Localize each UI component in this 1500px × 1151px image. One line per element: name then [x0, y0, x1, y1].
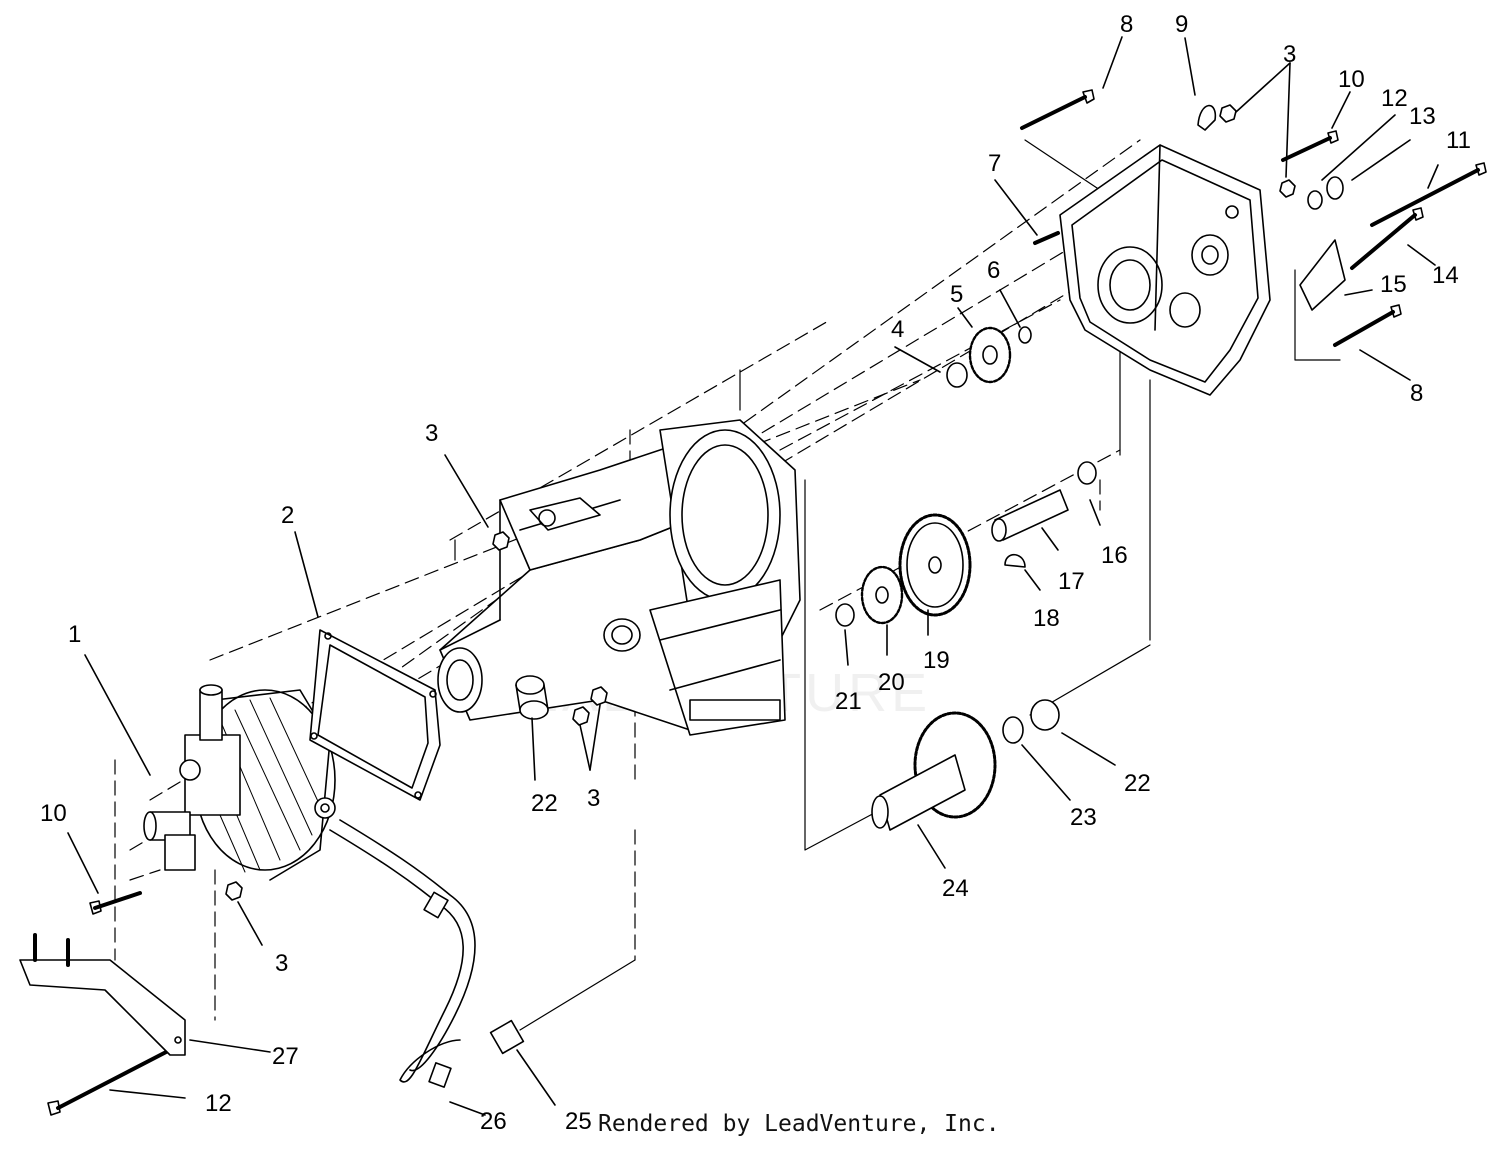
- callout-15: 15: [1380, 271, 1407, 298]
- callout-1: 1: [68, 621, 81, 648]
- callout-9: 9: [1175, 11, 1188, 38]
- callout-12b: 12: [205, 1090, 232, 1117]
- callout-27: 27: [272, 1043, 299, 1070]
- callout-3c: 3: [275, 950, 288, 977]
- leader-lines: [67, 36, 1439, 1116]
- gear-20: [860, 565, 904, 625]
- key-18: [1004, 553, 1026, 568]
- callout-6: 6: [987, 257, 1000, 284]
- callout-8a: 8: [1120, 11, 1133, 38]
- clamp: [1197, 104, 1217, 131]
- callout-26: 26: [480, 1108, 507, 1135]
- shaft-17: [991, 489, 1069, 542]
- callout-labels: 1 2 3 3 3 3 4 5 6 7 8 8 9 10 10 11 12 12…: [40, 11, 1471, 1135]
- render-credit: Rendered by LeadVenture, Inc.: [598, 1111, 1000, 1137]
- washer-12: [1307, 190, 1323, 210]
- callout-7: 7: [988, 150, 1001, 177]
- mounting-plate: [1299, 239, 1346, 311]
- callout-8b: 8: [1410, 380, 1423, 407]
- callout-18: 18: [1033, 605, 1060, 632]
- callout-13: 13: [1409, 103, 1436, 130]
- pump-assembly: [143, 684, 336, 881]
- callout-19: 19: [923, 647, 950, 674]
- callout-22a: 22: [531, 790, 558, 817]
- transmission-housing: [437, 419, 801, 736]
- callout-17: 17: [1058, 568, 1085, 595]
- callout-14: 14: [1432, 262, 1459, 289]
- bracket-lines: [454, 139, 1341, 1031]
- callout-5: 5: [950, 281, 963, 308]
- bushing-left: [515, 675, 549, 720]
- bushing-22: [1030, 699, 1060, 731]
- callout-4: 4: [891, 316, 904, 343]
- cover-housing: [1059, 144, 1271, 396]
- bracket-27: [19, 933, 186, 1056]
- callout-3d: 3: [1283, 41, 1296, 68]
- callout-22b: 22: [1124, 770, 1151, 797]
- output-shaft-24: [871, 711, 997, 831]
- callout-2: 2: [281, 502, 294, 529]
- ring-6: [1018, 326, 1032, 344]
- gasket: [309, 629, 441, 801]
- callout-12a: 12: [1381, 85, 1408, 112]
- callout-3b: 3: [587, 785, 600, 812]
- callout-16: 16: [1101, 542, 1128, 569]
- callout-24: 24: [942, 875, 969, 902]
- fitting-25: [489, 1019, 525, 1055]
- callout-23: 23: [1070, 804, 1097, 831]
- washer-13: [1326, 176, 1344, 200]
- washer-16: [1077, 461, 1097, 485]
- nut-set: [225, 104, 1296, 901]
- callout-10b: 10: [40, 800, 67, 827]
- bushing-21: [835, 603, 855, 627]
- callout-20: 20: [878, 669, 905, 696]
- bushing-4: [946, 362, 968, 388]
- callout-3a: 3: [425, 420, 438, 447]
- bolt-set: [47, 89, 1487, 1116]
- washer-23: [1002, 716, 1024, 744]
- gear-5: [968, 326, 1012, 384]
- callout-25: 25: [565, 1108, 592, 1135]
- callout-10a: 10: [1338, 66, 1365, 93]
- gear-19: [898, 513, 972, 617]
- tube-26: [329, 819, 476, 1088]
- callout-21: 21: [835, 688, 862, 715]
- callout-11: 11: [1446, 127, 1471, 154]
